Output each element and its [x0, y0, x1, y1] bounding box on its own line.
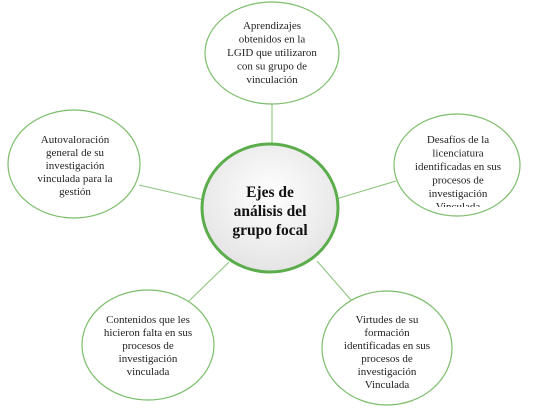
center-node-line: Ejes de	[246, 184, 294, 201]
node-left-line: general de su	[46, 147, 105, 159]
connectors	[138, 104, 397, 302]
node-right-line: Desafíos de la	[427, 134, 489, 146]
node-left: Autovaloración general de su investigaci…	[7, 109, 141, 219]
node-top-line: con su grupo de	[237, 61, 307, 73]
node-bottom-right-circle	[321, 290, 453, 406]
connector-bottom-right	[316, 260, 352, 301]
node-right-line: licenciatura	[432, 148, 483, 160]
connector-bottom-left	[188, 261, 230, 302]
node-bottom-left-line: investigación	[119, 353, 178, 365]
node-top: Aprendizajes obtenidos en la LGID que ut…	[204, 1, 340, 105]
center-node: Ejes de análisis del grupo focal	[200, 142, 340, 274]
node-top-line: vinculación	[246, 74, 298, 86]
connector-right	[335, 180, 397, 200]
node-top-line: LGID que utilizaron	[227, 47, 317, 59]
node-bottom-left-line: hicieron falta en sus	[104, 327, 192, 339]
node-top-circle	[204, 1, 340, 105]
node-bottom-left-circle	[81, 289, 215, 401]
center-node-circle	[200, 142, 340, 274]
node-bottom-right-line: Vinculada	[365, 379, 410, 391]
node-right-line: Vinculada	[436, 201, 481, 213]
node-bottom-right-line: Virtudes de su	[356, 314, 419, 326]
node-bottom-right-line: procesos de	[361, 353, 413, 365]
node-bottom-right-line: investigación	[358, 366, 417, 378]
node-right-line: identificadas en sus	[415, 161, 501, 173]
connector-left	[138, 184, 205, 201]
node-bottom-left-line: vinculada	[127, 366, 170, 378]
node-bottom-left-line: procesos de	[122, 340, 174, 352]
node-right-text: Desafíos de la licenciatura identificada…	[415, 134, 501, 213]
center-node-line: análisis del	[234, 203, 307, 220]
node-left-line: investigación	[46, 160, 105, 172]
node-bottom-left: Contenidos que les hicieron falta en sus…	[81, 289, 215, 401]
node-left-line: vinculada para la	[37, 173, 112, 185]
node-right: Desafíos de la licenciatura identificada…	[393, 113, 521, 217]
node-left-line: gestión	[59, 186, 91, 198]
node-right-line: procesos de	[432, 175, 484, 187]
node-left-circle	[7, 109, 141, 219]
node-right-circle	[393, 113, 521, 217]
node-bottom-right-line: identificadas en sus	[344, 340, 430, 352]
node-bottom-right-line: formación	[364, 327, 410, 339]
node-bottom-right: Virtudes de su formación identificadas e…	[321, 290, 453, 406]
center-node-line: grupo focal	[232, 222, 308, 239]
node-left-line: Autovaloración	[41, 134, 110, 146]
node-right-line: investigación	[429, 188, 488, 200]
node-top-line: Aprendizajes	[243, 20, 301, 32]
node-top-line: obtenidos en la	[239, 34, 306, 46]
node-bottom-left-line: Contenidos que les	[106, 314, 190, 326]
